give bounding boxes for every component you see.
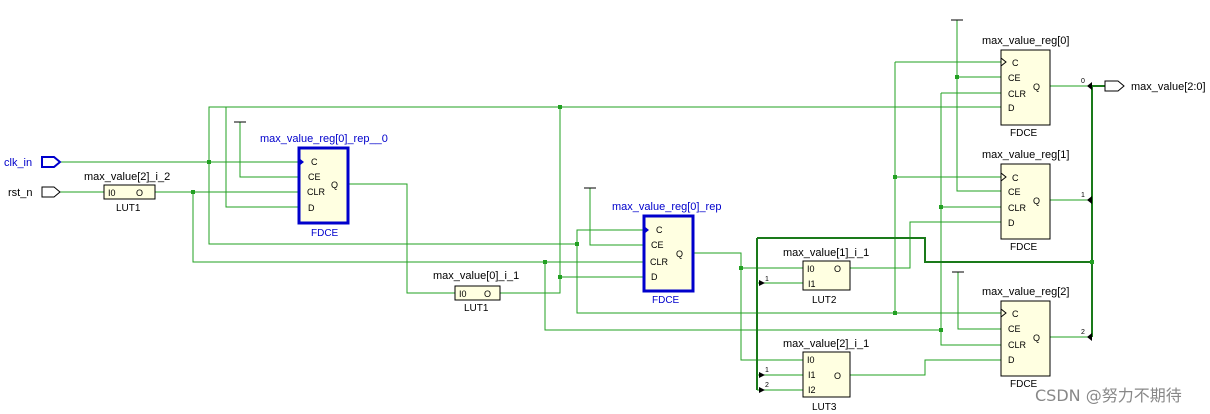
- pin-ce: CE: [308, 172, 321, 182]
- cell-name: max_value[0]_i_1: [433, 270, 519, 282]
- pin-c: C: [1012, 58, 1019, 68]
- pin-i1: I1: [808, 370, 816, 380]
- pin-i0: I0: [807, 355, 815, 365]
- cell-ff-rep0[interactable]: max_value_reg[0]_rep__0 C CE CLR D Q FDC…: [260, 133, 388, 239]
- pin-ce: CE: [1008, 324, 1021, 334]
- pin-ce: CE: [1008, 187, 1021, 197]
- pin-i0: I0: [108, 188, 116, 198]
- pin-c: C: [311, 157, 318, 167]
- pin-c: C: [1012, 309, 1019, 319]
- cell-lut-i1-0[interactable]: max_value[0]_i_1 I0 O LUT1: [433, 270, 519, 314]
- cell-lut2[interactable]: max_value[1]_i_1 I0 I1 O LUT2 1: [759, 247, 869, 306]
- bus-bit-label: 1: [765, 276, 769, 283]
- cell-type: FDCE: [1010, 128, 1038, 139]
- pin-clr: CLR: [1008, 340, 1027, 350]
- pin-i1: I1: [808, 279, 816, 289]
- cell-type: LUT1: [116, 203, 141, 214]
- cell-type: FDCE: [1010, 242, 1038, 253]
- pin-c: C: [656, 225, 663, 235]
- pin-d: D: [1008, 103, 1015, 113]
- cell-type: FDCE: [1010, 379, 1038, 390]
- pin-o: O: [484, 289, 491, 299]
- watermark: CSDN @努力不期待: [1035, 386, 1182, 405]
- pin-q: Q: [331, 180, 338, 190]
- bus-bit-1: 1: [1081, 192, 1085, 199]
- cell-name: max_value_reg[0]_rep__0: [260, 133, 388, 145]
- port-clk[interactable]: clk_in: [4, 156, 62, 169]
- cell-name: max_value_reg[0]: [982, 35, 1069, 47]
- bus-bit-label: 2: [765, 382, 769, 389]
- bus-bit-0: 0: [1081, 78, 1085, 85]
- cell-ff1[interactable]: max_value_reg[1] C CE CLR D Q FDCE: [982, 149, 1069, 253]
- cell-type: LUT3: [812, 402, 837, 413]
- port-clk-label: clk_in: [4, 157, 32, 169]
- port-rst-label: rst_n: [8, 187, 32, 199]
- pin-clr: CLR: [307, 187, 326, 197]
- cell-type: FDCE: [311, 228, 339, 239]
- cell-name: max_value_reg[0]_rep: [612, 201, 721, 213]
- pin-o: O: [834, 371, 841, 381]
- cell-name: max_value[2]_i_2: [84, 171, 170, 183]
- bus-taps: 0 1 2: [1081, 78, 1092, 341]
- pin-q: Q: [1033, 82, 1040, 92]
- pin-d: D: [651, 272, 658, 282]
- nets: [60, 20, 1092, 376]
- pin-clr: CLR: [1008, 89, 1027, 99]
- pin-q: Q: [676, 249, 683, 259]
- cell-ff0[interactable]: max_value_reg[0] C CE CLR D Q FDCE: [982, 35, 1069, 139]
- cell-name: max_value_reg[1]: [982, 149, 1069, 161]
- pin-i0: I0: [807, 264, 815, 274]
- pin-q: Q: [1033, 196, 1040, 206]
- cell-type: LUT2: [812, 295, 837, 306]
- port-rst[interactable]: rst_n: [8, 186, 61, 199]
- cell-name: max_value[1]_i_1: [783, 247, 869, 259]
- bus-bit-label: 1: [765, 367, 769, 374]
- pin-o: O: [136, 188, 143, 198]
- bus-bit-2: 2: [1081, 329, 1085, 336]
- pin-clr: CLR: [1008, 203, 1027, 213]
- pin-ce: CE: [1008, 73, 1021, 83]
- port-out[interactable]: max_value[2:0]: [1104, 80, 1206, 93]
- cell-ff-rep[interactable]: max_value_reg[0]_rep C CE CLR D Q FDCE: [612, 201, 721, 306]
- junctions: [191, 75, 1094, 332]
- pin-c: C: [1012, 173, 1019, 183]
- cell-lut-i2[interactable]: max_value[2]_i_2 I0 O LUT1: [84, 171, 170, 214]
- pin-d: D: [1008, 355, 1015, 365]
- pin-i2: I2: [808, 385, 816, 395]
- cell-type: FDCE: [652, 295, 680, 306]
- pin-ce: CE: [651, 240, 664, 250]
- pin-q: Q: [1033, 333, 1040, 343]
- pin-o: O: [834, 264, 841, 274]
- cell-name: max_value[2]_i_1: [783, 338, 869, 350]
- cell-name: max_value_reg[2]: [982, 286, 1069, 298]
- cell-lut3[interactable]: max_value[2]_i_1 I0 I1 I2 O LUT3 1 2: [759, 338, 869, 413]
- cell-type: LUT1: [464, 303, 489, 314]
- pin-clr: CLR: [650, 257, 669, 267]
- port-out-label: max_value[2:0]: [1131, 81, 1206, 93]
- pin-d: D: [1008, 218, 1015, 228]
- cell-ff2[interactable]: max_value_reg[2] C CE CLR D Q FDCE: [982, 286, 1069, 390]
- vcc-ticks: [234, 19, 964, 273]
- pin-d: D: [308, 203, 315, 213]
- pin-i0: I0: [459, 289, 467, 299]
